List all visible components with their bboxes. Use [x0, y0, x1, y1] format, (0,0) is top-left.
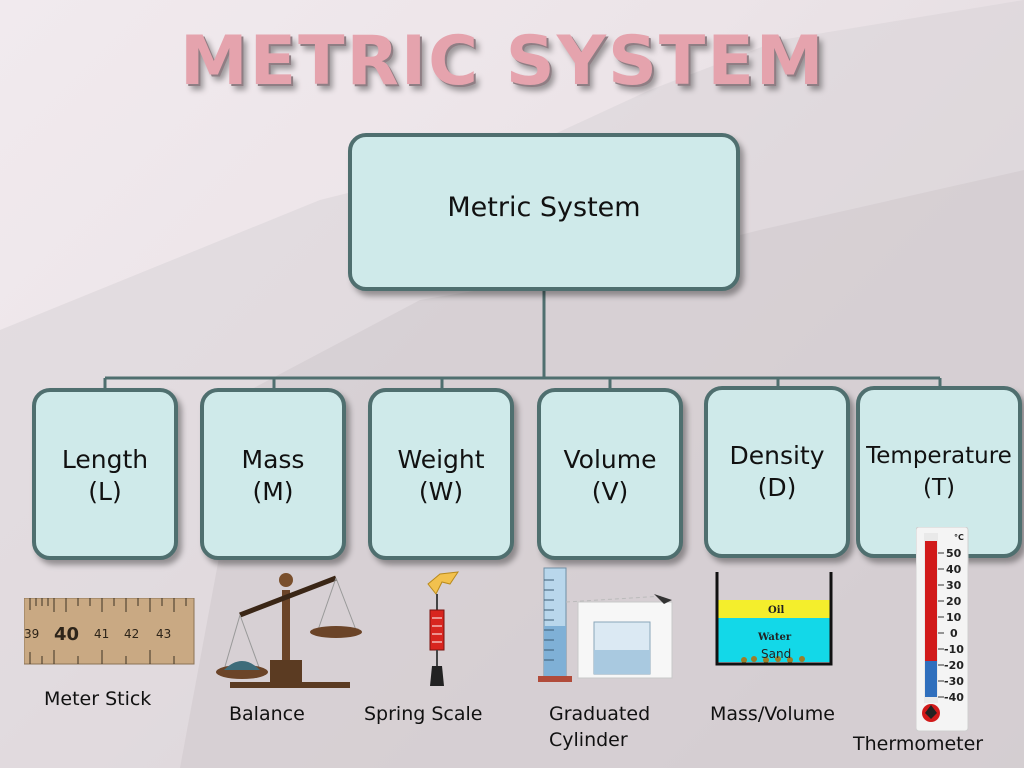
ruler-tick-label: 42: [124, 627, 139, 641]
thermometer-scale-label: -10: [944, 643, 964, 656]
node-temperature: Temperature (T): [856, 386, 1022, 558]
thermometer-scale-label: -20: [944, 659, 964, 672]
thermometer-scale-label: -30: [944, 675, 964, 688]
node-density: Density (D): [704, 386, 850, 558]
balance-image: [216, 573, 362, 688]
layer-label-water: Water: [757, 632, 792, 643]
thermometer-scale-label: 40: [946, 563, 962, 576]
root-node: Metric System: [348, 133, 740, 291]
thermometer-scale-label: 50: [946, 547, 962, 560]
node-length-name: Length: [61, 445, 149, 474]
ruler-tick-label: 41: [94, 627, 109, 641]
ruler-tick-label: 43: [156, 627, 171, 641]
root-label: Metric System: [447, 191, 641, 223]
thermometer-scale-label: -40: [944, 691, 964, 704]
node-volume-name: Volume: [563, 445, 657, 474]
node-mass-name: Mass: [241, 445, 305, 474]
node-length: Length (L): [32, 388, 178, 560]
caption-spring-scale: Spring Scale: [364, 703, 483, 725]
node-density-name: Density: [729, 441, 825, 470]
slide-title: METRIC SYSTEM: [180, 22, 826, 101]
node-temperature-name: Temperature: [866, 443, 1012, 469]
caption-mass-volume: Mass/Volume: [710, 703, 835, 725]
caption-meter-stick: Meter Stick: [44, 688, 152, 710]
mass-volume-image: Oil Water Sand: [715, 572, 833, 666]
caption-balance: Balance: [229, 703, 305, 725]
meter-stick-image: 39 40 41 42 43: [24, 598, 195, 665]
graduated-cylinder-image: [538, 567, 673, 682]
layer-label-oil: Oil: [768, 605, 785, 616]
node-mass: Mass (M): [200, 388, 346, 560]
thermometer-scale-label: 20: [946, 595, 962, 608]
node-weight-name: Weight: [397, 445, 485, 474]
thermometer-scale-label: 10: [946, 611, 962, 624]
thermometer-scale-label: 30: [946, 579, 962, 592]
caption-thermometer: Thermometer: [853, 733, 984, 755]
node-temperature-symbol: (T): [923, 475, 955, 501]
thermometer-image: °C 50 40 30 20 10 0 -10 -20 -30 -40: [916, 527, 969, 732]
node-volume-symbol: (V): [591, 477, 629, 506]
caption-graduated-cylinder-line2: Cylinder: [549, 729, 628, 751]
caption-graduated-cylinder: Graduated Cylinder: [549, 701, 650, 753]
spring-scale-image: [427, 571, 460, 686]
thermometer-scale-label: 0: [950, 627, 958, 640]
layer-label-sand: Sand: [761, 647, 791, 661]
node-volume: Volume (V): [537, 388, 683, 560]
ruler-tick-label: 39: [24, 627, 39, 641]
thermometer-unit: °C: [954, 533, 964, 542]
node-density-symbol: (D): [757, 473, 797, 502]
ruler-tick-label: 40: [54, 624, 79, 645]
node-length-symbol: (L): [88, 477, 122, 506]
node-weight: Weight (W): [368, 388, 514, 560]
node-weight-symbol: (W): [418, 477, 464, 506]
node-mass-symbol: (M): [252, 477, 294, 506]
caption-graduated-cylinder-line1: Graduated: [549, 703, 651, 725]
